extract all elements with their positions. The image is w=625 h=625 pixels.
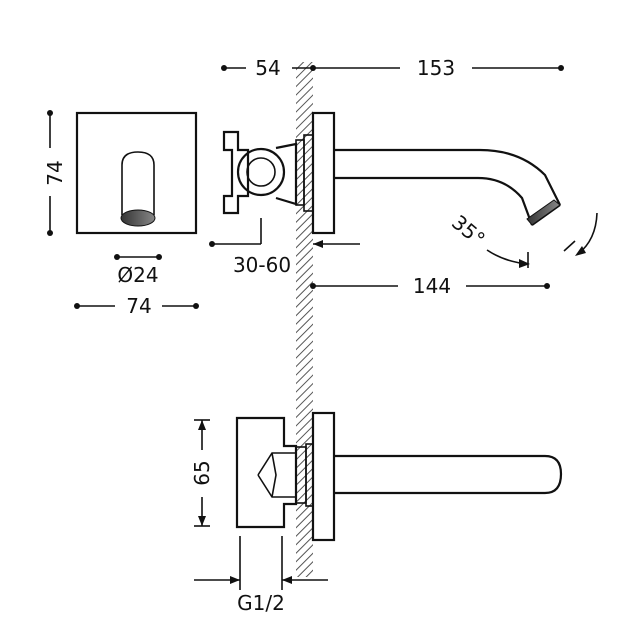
dim-side-height: 65 bbox=[190, 419, 214, 527]
dim-spout-angle-label: 35° bbox=[447, 210, 490, 251]
dim-plate-width: 74 bbox=[74, 294, 199, 318]
dim-top-row: 54 153 bbox=[221, 56, 564, 80]
plan-view-mixer bbox=[235, 411, 563, 542]
dim-spout-length-label: 153 bbox=[417, 56, 455, 80]
dim-connection-label: G1/2 bbox=[237, 591, 285, 615]
dim-spout-reach-label: 144 bbox=[413, 274, 451, 298]
wall-section bbox=[296, 62, 313, 577]
dim-plate-width-label: 74 bbox=[126, 294, 151, 318]
dim-overall-projection-label: 54 bbox=[255, 56, 280, 80]
front-cover-plate bbox=[75, 111, 198, 235]
side-view-handle bbox=[222, 130, 305, 215]
dim-wall-depth: 30-60 bbox=[209, 218, 360, 277]
dim-outlet-diameter-label: Ø24 bbox=[117, 263, 158, 287]
aerator-outlet bbox=[120, 209, 156, 227]
side-view-flange-and-spout bbox=[303, 111, 561, 235]
dim-spout-angle: 35° bbox=[447, 210, 598, 268]
dim-wall-depth-label: 30-60 bbox=[233, 253, 291, 277]
dim-connection: G1/2 bbox=[194, 536, 328, 615]
dim-side-height-label: 65 bbox=[190, 460, 214, 485]
dim-outlet-diameter: Ø24 bbox=[114, 254, 162, 287]
dim-plate-height-label: 74 bbox=[43, 160, 67, 185]
dim-spout-reach: 144 bbox=[310, 274, 550, 298]
dim-plate-height: 74 bbox=[43, 110, 67, 236]
